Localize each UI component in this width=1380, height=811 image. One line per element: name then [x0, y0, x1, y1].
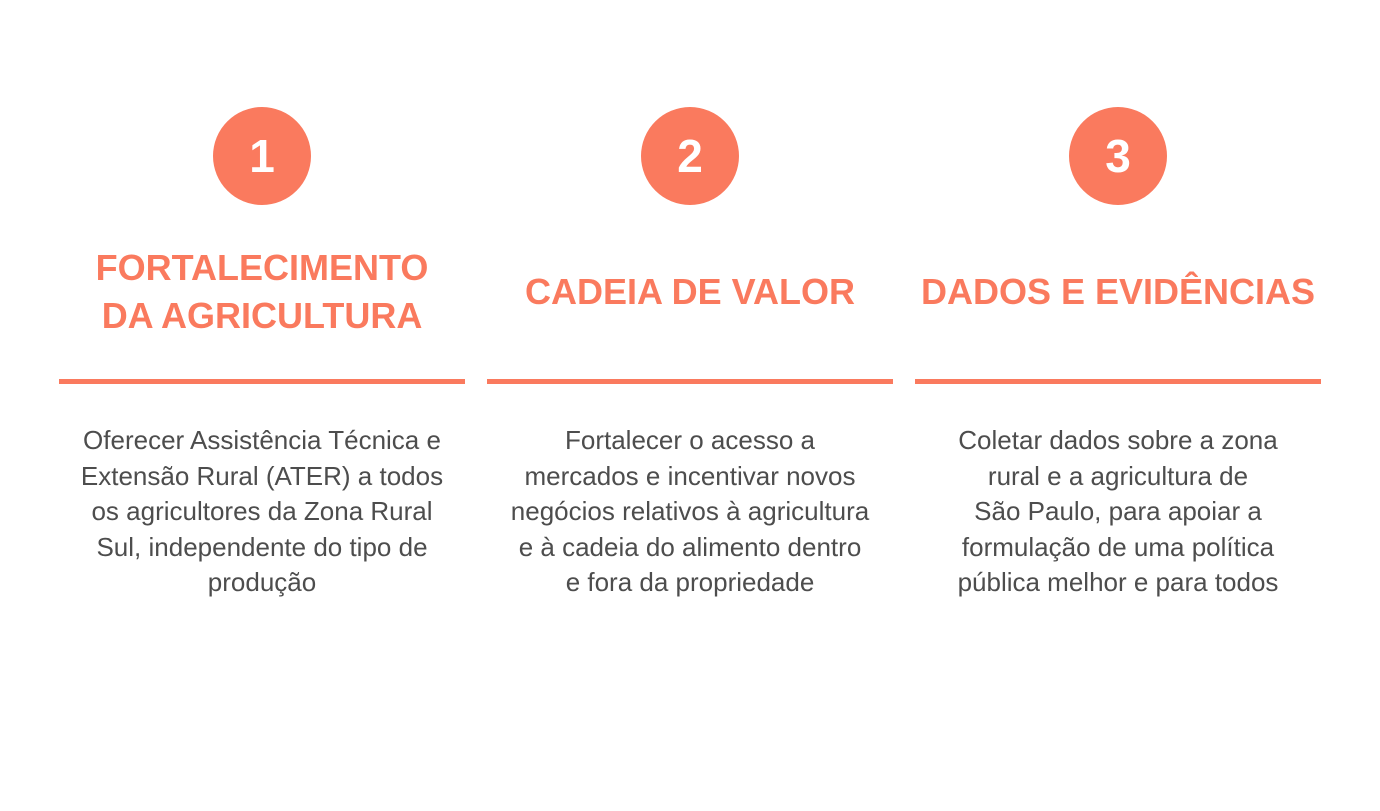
- divider-line: [59, 379, 465, 384]
- pillar-title: FORTALECIMENTO DA AGRICULTURA: [95, 247, 429, 336]
- pillar-description: Oferecer Assistência Técnica e Extensão …: [80, 425, 444, 597]
- pillar-title: CADEIA DE VALOR: [524, 271, 855, 312]
- pillar-column: 3 DADOS E EVIDÊNCIAS Coletar dados sobre…: [915, 0, 1321, 811]
- pillar-heading-container: DADOS E EVIDÊNCIAS: [905, 240, 1331, 344]
- step-number-badge: 1: [213, 107, 311, 205]
- pillar-title: DADOS E EVIDÊNCIAS: [920, 271, 1316, 312]
- pillar-heading-container: CADEIA DE VALOR: [477, 240, 903, 344]
- pillar-heading-container: FORTALECIMENTO DA AGRICULTURA: [49, 240, 475, 344]
- step-number-badge: 3: [1069, 107, 1167, 205]
- divider-line: [487, 379, 893, 384]
- pillar-description: Fortalecer o acesso a mercados e incenti…: [510, 425, 870, 597]
- pillar-column: 2 CADEIA DE VALOR Fortalecer o acesso a …: [487, 0, 893, 811]
- divider-line: [915, 379, 1321, 384]
- step-number-badge: 2: [641, 107, 739, 205]
- pillar-column: 1 FORTALECIMENTO DA AGRICULTURA Oferecer…: [59, 0, 465, 811]
- pillar-description: Coletar dados sobre a zona rural e a agr…: [957, 425, 1279, 597]
